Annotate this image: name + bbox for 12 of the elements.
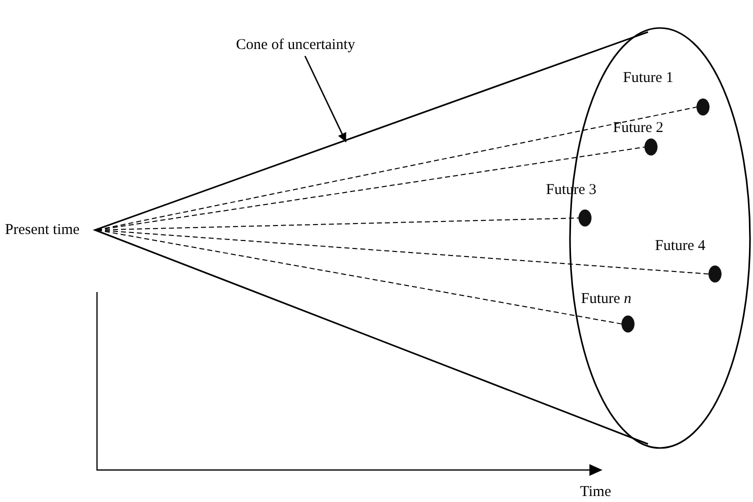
dashed-line bbox=[96, 230, 622, 324]
arrow bbox=[304, 56, 347, 142]
cone-drawing bbox=[92, 27, 751, 449]
axis-label: Time bbox=[580, 483, 612, 501]
present-time-label: Present time bbox=[5, 221, 80, 239]
dashed-line bbox=[96, 146, 646, 230]
dashed-line bbox=[96, 230, 710, 274]
future-label: Future 4 bbox=[655, 237, 706, 255]
future-label: Future 1 bbox=[623, 69, 674, 87]
future-label: Future 2 bbox=[613, 119, 664, 137]
future-label: Future n bbox=[581, 290, 632, 308]
cone-label: Cone of uncertainty bbox=[236, 36, 356, 54]
